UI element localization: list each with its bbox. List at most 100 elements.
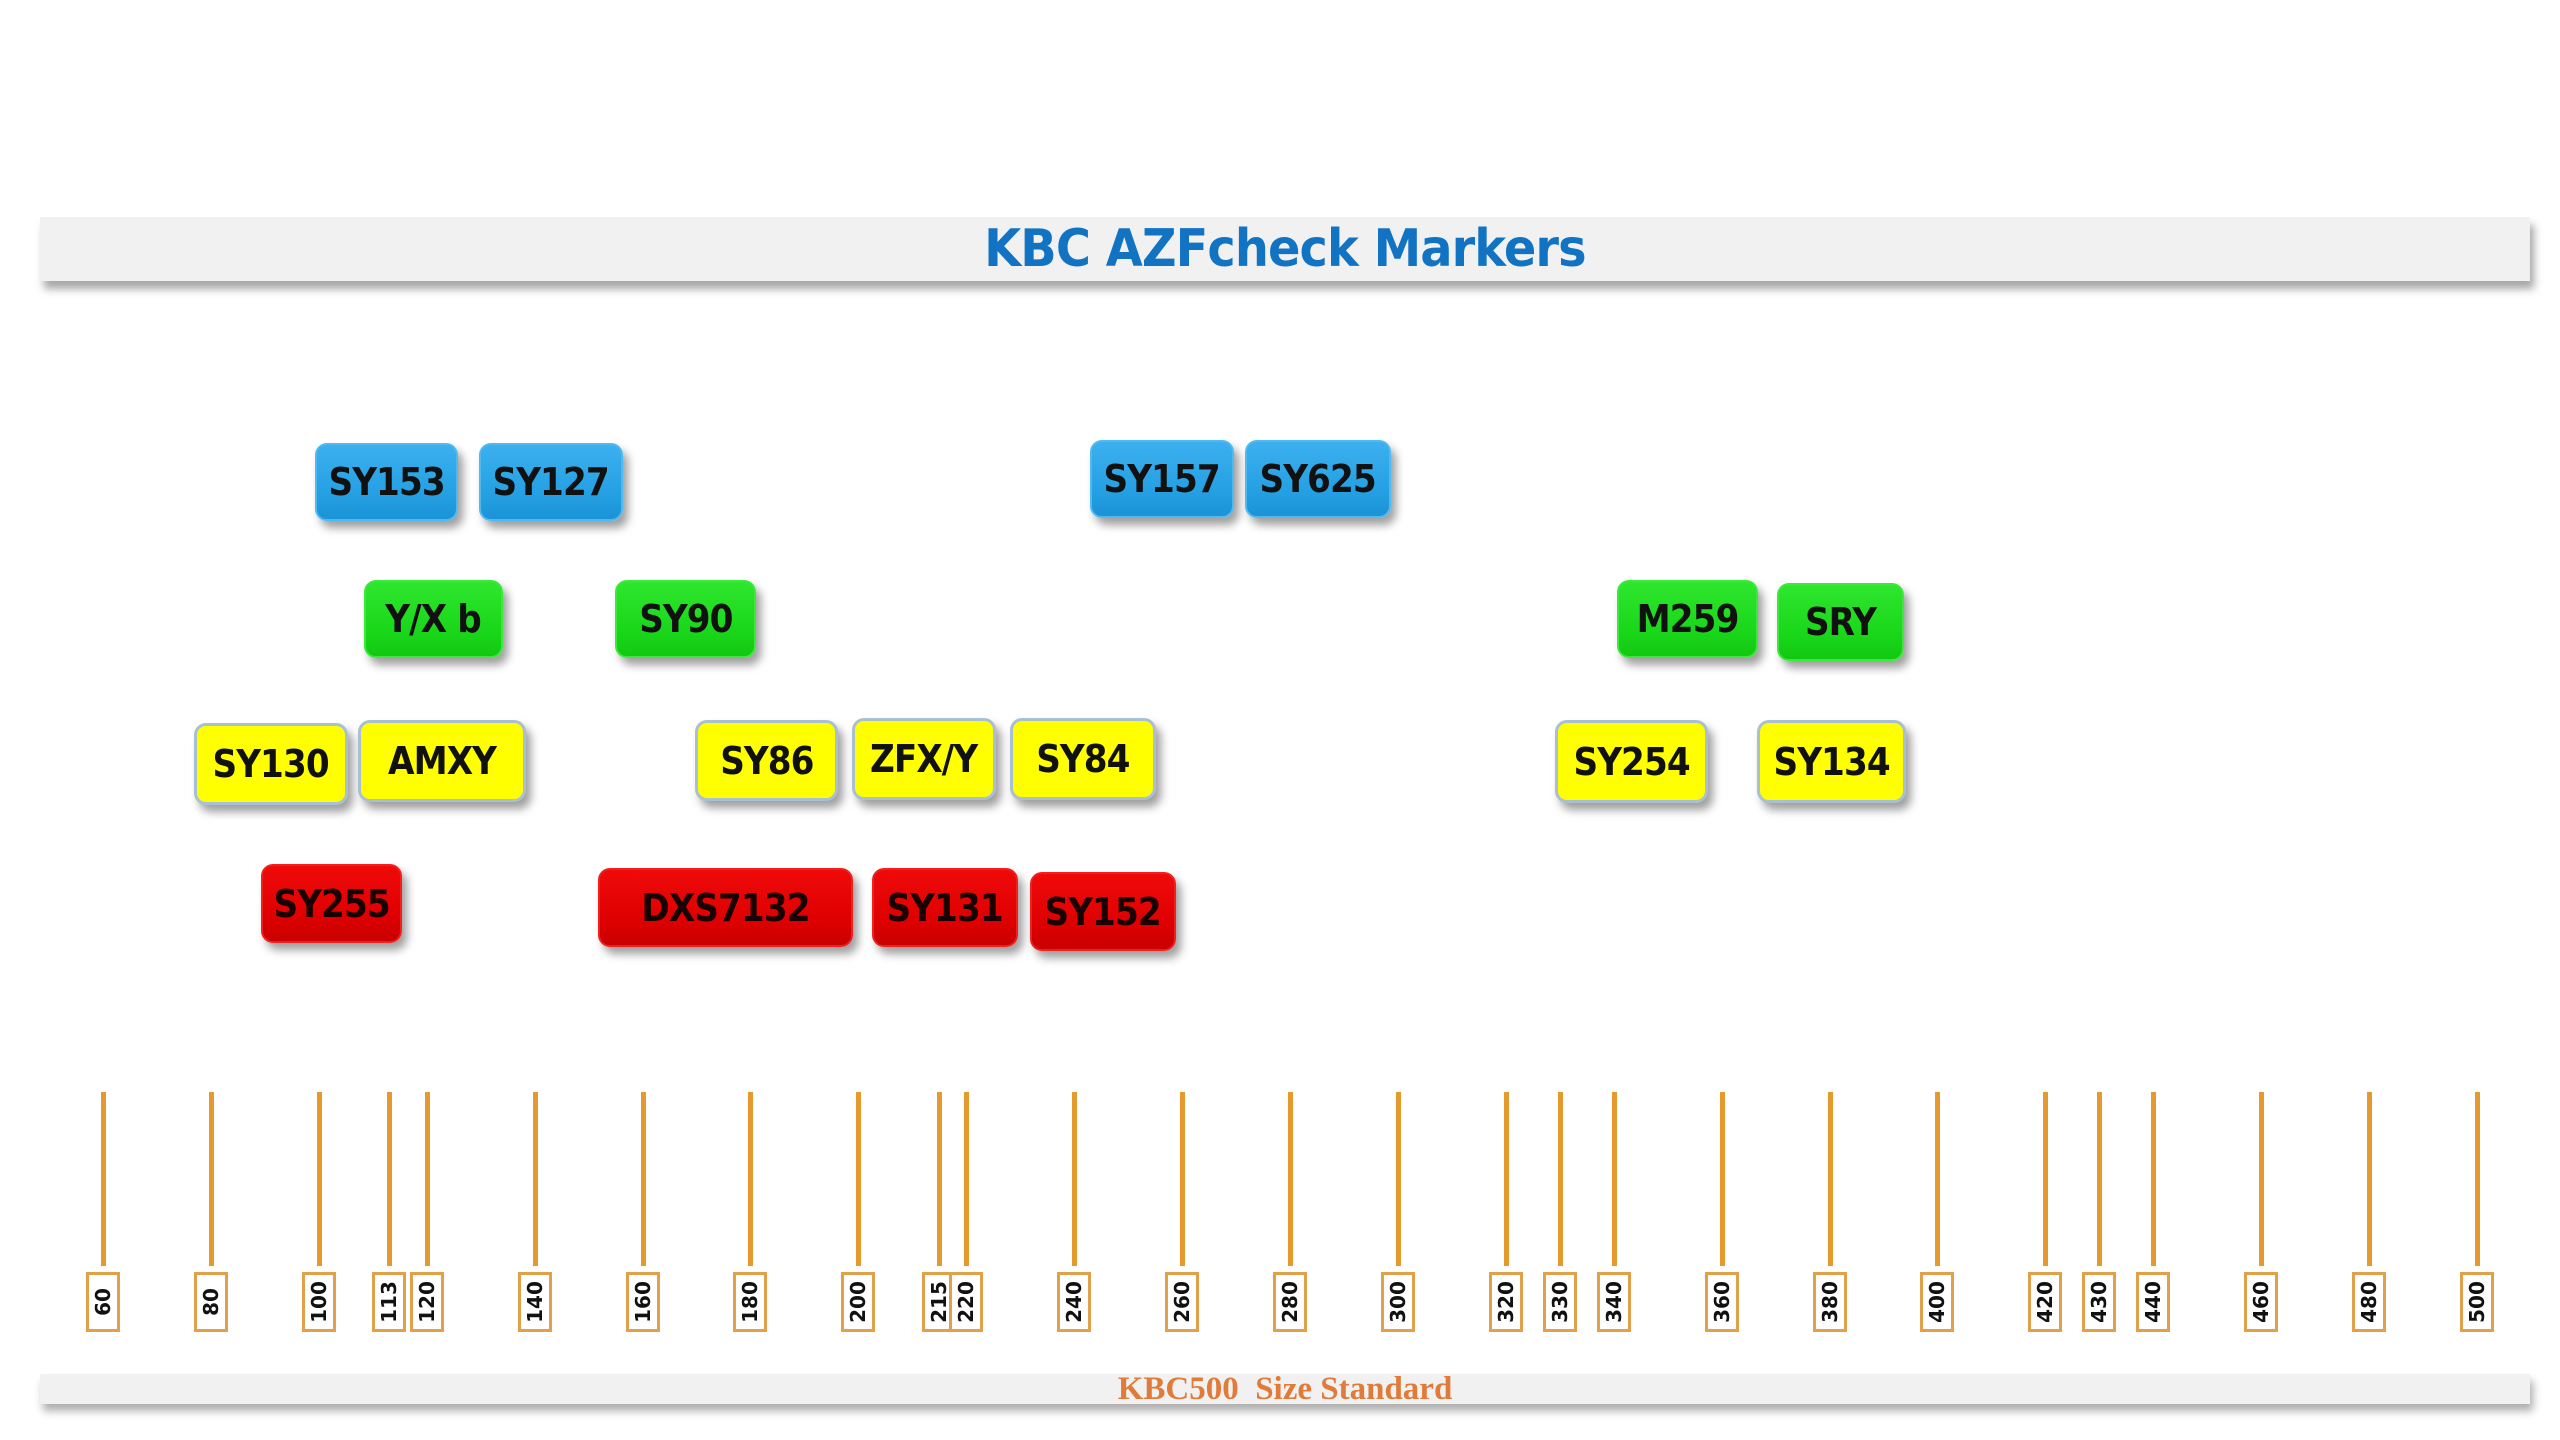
size-tick-label: 460 <box>2249 1281 2273 1323</box>
size-tick-line <box>1720 1092 1725 1266</box>
size-standard-label: KBC500 Size Standard <box>1117 1370 1453 1407</box>
marker-sy84: SY84 <box>1010 718 1156 800</box>
marker-sy130: SY130 <box>194 723 348 805</box>
size-tick-line <box>2259 1092 2264 1266</box>
size-tick-line <box>2475 1092 2480 1266</box>
marker-sy90: SY90 <box>615 580 756 658</box>
size-tick-box: 420 <box>2028 1272 2062 1332</box>
size-tick-box: 400 <box>1920 1272 1954 1332</box>
marker-sy254: SY254 <box>1555 720 1708 803</box>
size-tick-line <box>1828 1092 1833 1266</box>
marker-label: AMXY <box>387 739 497 783</box>
size-tick-label: 240 <box>1062 1281 1086 1323</box>
marker-label: ZFX/Y <box>870 737 978 781</box>
marker-label: SY153 <box>328 460 445 504</box>
marker-label: SY84 <box>1036 737 1130 781</box>
size-tick-line <box>101 1092 106 1266</box>
size-tick-box: 300 <box>1381 1272 1415 1332</box>
size-tick-line <box>209 1092 214 1266</box>
marker-label: SY625 <box>1259 457 1377 501</box>
marker-label: SY130 <box>212 742 330 786</box>
size-tick-line <box>1180 1092 1185 1266</box>
size-tick-label: 160 <box>631 1281 655 1323</box>
marker-label: SY134 <box>1773 739 1890 784</box>
size-tick-box: 240 <box>1057 1272 1091 1332</box>
size-tick-line <box>937 1092 942 1266</box>
marker-label: SY131 <box>886 885 1004 930</box>
size-tick-box: 100 <box>302 1272 336 1332</box>
size-tick-line <box>2097 1092 2102 1266</box>
marker-sy625: SY625 <box>1245 440 1391 518</box>
size-tick-box: 330 <box>1543 1272 1577 1332</box>
size-tick-box: 113 <box>372 1272 406 1332</box>
size-tick-label: 500 <box>2465 1281 2489 1323</box>
size-tick-line <box>1288 1092 1293 1266</box>
size-tick-label: 400 <box>1925 1281 1949 1323</box>
size-tick-box: 440 <box>2136 1272 2170 1332</box>
marker-label: DXS7132 <box>641 885 810 930</box>
size-tick-label: 280 <box>1278 1281 1302 1323</box>
marker-label: M259 <box>1636 597 1740 641</box>
size-tick-box: 160 <box>626 1272 660 1332</box>
size-tick-line <box>425 1092 430 1266</box>
size-tick-label: 420 <box>2033 1281 2057 1323</box>
size-tick-box: 220 <box>949 1272 983 1332</box>
size-tick-line <box>317 1092 322 1266</box>
size-tick-label: 380 <box>1818 1281 1842 1323</box>
title-bar: KBC AZFcheck Markers <box>40 217 2530 281</box>
marker-sy255: SY255 <box>261 864 402 943</box>
size-tick-label: 140 <box>523 1281 547 1323</box>
size-tick-line <box>1504 1092 1509 1266</box>
marker-sy153: SY153 <box>315 443 458 521</box>
marker-zfx-y: ZFX/Y <box>852 718 996 800</box>
size-tick-label: 300 <box>1386 1281 1410 1323</box>
size-tick-box: 340 <box>1597 1272 1631 1332</box>
marker-sy127: SY127 <box>479 443 623 521</box>
marker-sy86: SY86 <box>695 720 838 801</box>
size-tick-box: 120 <box>410 1272 444 1332</box>
size-tick-line <box>1935 1092 1940 1266</box>
size-tick-line <box>1612 1092 1617 1266</box>
page-title: KBC AZFcheck Markers <box>984 219 1586 279</box>
size-tick-line <box>1396 1092 1401 1266</box>
size-tick-label: 480 <box>2357 1281 2381 1323</box>
marker-label: SY157 <box>1103 457 1221 501</box>
marker-amxy: AMXY <box>358 720 526 802</box>
marker-m259: M259 <box>1617 580 1758 658</box>
size-tick-box: 200 <box>841 1272 875 1332</box>
marker-sry: SRY <box>1777 583 1904 661</box>
marker-label: SY152 <box>1044 889 1162 934</box>
size-tick-box: 180 <box>733 1272 767 1332</box>
size-tick-line <box>2151 1092 2156 1266</box>
size-tick-box: 480 <box>2352 1272 2386 1332</box>
marker-label: SY86 <box>719 738 814 783</box>
marker-label: Y/X b <box>385 597 482 641</box>
size-tick-label: 180 <box>738 1281 762 1323</box>
size-tick-label: 260 <box>1170 1281 1194 1323</box>
size-tick-label: 120 <box>415 1281 439 1323</box>
size-tick-line <box>2043 1092 2048 1266</box>
size-tick-box: 60 <box>86 1272 120 1332</box>
size-tick-line <box>964 1092 969 1266</box>
marker-dxs7132: DXS7132 <box>598 868 853 947</box>
size-tick-box: 360 <box>1705 1272 1739 1332</box>
marker-sy131: SY131 <box>872 868 1018 947</box>
size-tick-box: 500 <box>2460 1272 2494 1332</box>
footer-bar: KBC500 Size Standard <box>40 1371 2530 1407</box>
size-tick-box: 280 <box>1273 1272 1307 1332</box>
size-tick-label: 320 <box>1494 1281 1518 1323</box>
marker-label: SY127 <box>492 460 610 504</box>
size-tick-label: 215 <box>927 1281 951 1323</box>
size-tick-label: 60 <box>91 1288 115 1316</box>
size-tick-label: 200 <box>846 1281 870 1323</box>
marker-label: SRY <box>1804 600 1877 644</box>
marker-yx-b: Y/X b <box>364 580 503 658</box>
size-tick-line <box>387 1092 392 1266</box>
size-tick-box: 430 <box>2082 1272 2116 1332</box>
size-tick-line <box>641 1092 646 1266</box>
size-tick-line <box>1558 1092 1563 1266</box>
marker-label: SY255 <box>273 881 390 926</box>
size-tick-label: 360 <box>1710 1281 1734 1323</box>
size-tick-box: 460 <box>2244 1272 2278 1332</box>
marker-sy134: SY134 <box>1757 720 1906 803</box>
